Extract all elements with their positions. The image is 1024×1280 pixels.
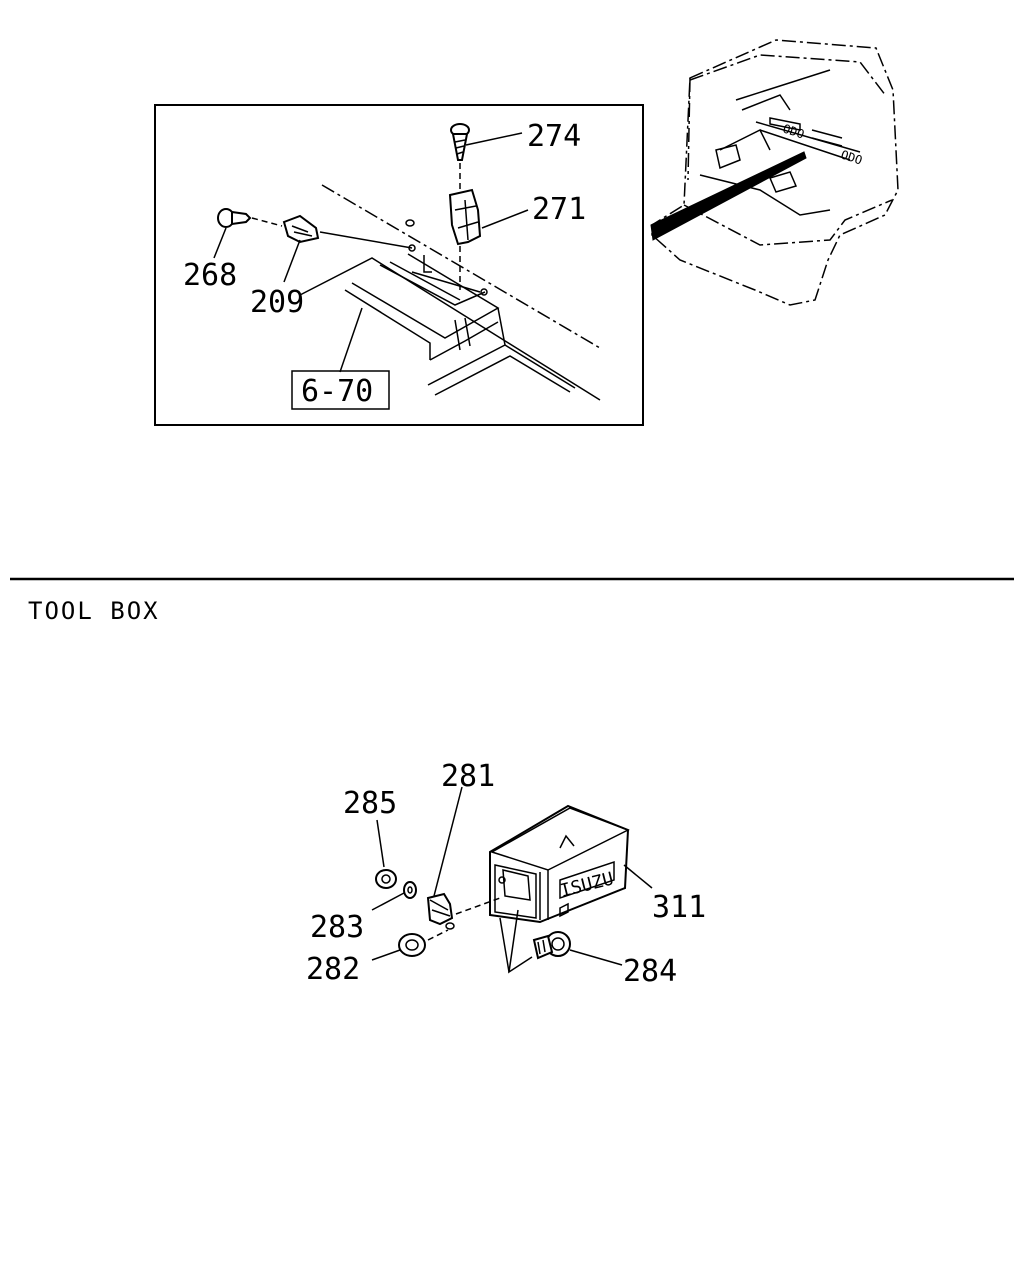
callout-268: 268 <box>183 258 237 293</box>
washer-283-icon <box>403 881 417 899</box>
pointer-wedge <box>650 151 807 241</box>
ref-box <box>291 370 390 410</box>
bolt-284-icon <box>532 931 571 960</box>
toolbox-311-icon: ISUZU <box>489 804 630 924</box>
detail-frame <box>154 104 644 426</box>
callout-271: 271 <box>532 192 586 227</box>
callout-283: 283 <box>310 910 364 945</box>
leader-282 <box>371 949 401 961</box>
screw-274-icon <box>450 123 470 192</box>
callout-282: 282 <box>306 952 360 987</box>
cab-overview: ODO ODO <box>650 39 899 306</box>
callout-284: 284 <box>623 954 677 989</box>
nut-285-icon <box>375 869 397 889</box>
leader-311 <box>623 864 653 889</box>
pin-268-icon <box>217 208 283 228</box>
leader-284 <box>569 949 623 966</box>
svg-text:ODO: ODO <box>781 122 806 142</box>
toolbox-assembly: ISUZU <box>306 759 706 989</box>
leader-274 <box>465 132 523 146</box>
leader-285 <box>376 819 385 868</box>
bracket-281-icon <box>426 892 501 930</box>
clip-271-icon <box>423 188 482 290</box>
flange-nut-282-icon <box>398 929 449 957</box>
leader-mount-2 <box>499 917 510 973</box>
detail-view: 274 271 268 209 6-70 <box>154 104 644 426</box>
callout-285: 285 <box>343 786 397 821</box>
body-panel <box>299 184 601 401</box>
leader-268 <box>213 227 227 259</box>
leader-ref <box>339 307 363 373</box>
leader-283 <box>371 892 405 911</box>
callout-281: 281 <box>441 759 495 794</box>
leader-271 <box>481 209 529 229</box>
callout-209: 209 <box>250 285 304 320</box>
leader-209 <box>283 239 301 283</box>
section-title: TOOL BOX <box>28 597 160 625</box>
svg-text:ODO: ODO <box>839 148 864 168</box>
clip-209-icon <box>282 214 488 296</box>
callout-ref: 6-70 <box>301 374 373 409</box>
leader-281 <box>433 786 463 897</box>
callout-274: 274 <box>527 119 581 154</box>
callout-311: 311 <box>652 890 706 925</box>
